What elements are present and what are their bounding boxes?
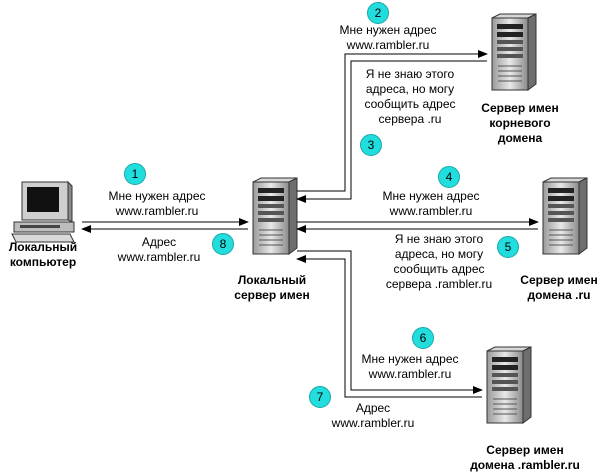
local-server-label: Локальный сервер имен [234, 273, 310, 302]
message-6: Мне нужен адрес www.rambler.ru [361, 352, 459, 381]
local-server-icon [252, 177, 298, 255]
local-computer-icon [11, 180, 75, 243]
rambler-server-icon [486, 346, 532, 424]
step-1: 1 [124, 163, 146, 185]
step-4: 4 [438, 166, 460, 188]
step-6: 6 [412, 327, 434, 349]
arrow-3 [296, 60, 487, 203]
message-4: Мне нужен адрес www.rambler.ru [382, 189, 480, 218]
step-8: 8 [212, 233, 234, 255]
ru-server-label: Сервер имен домена .ru [520, 273, 598, 302]
message-1: Мне нужен адрес www.rambler.ru [108, 189, 206, 218]
root-server-label: Сервер имен корневого домена [481, 101, 559, 145]
message-5: Я не знаю этого адреса, но могу сообщить… [385, 232, 493, 291]
step-3: 3 [360, 134, 382, 156]
ru-server-icon [542, 177, 588, 255]
rambler-server-label: Сервер имен домена .rambler.ru [470, 443, 580, 472]
message-7: Адрес www.rambler.ru [331, 401, 415, 430]
step-2: 2 [367, 2, 389, 24]
step-7: 7 [309, 386, 331, 408]
arrow-7 [296, 255, 482, 398]
step-5: 5 [497, 236, 519, 258]
message-8: Адрес www.rambler.ru [117, 235, 201, 264]
arrow-2 [297, 50, 488, 192]
arrow-6 [297, 250, 483, 394]
message-3: Я не знаю этого адреса, но могу сообщить… [364, 67, 456, 126]
root-server-icon [491, 13, 537, 91]
message-2: Мне нужен адрес www.rambler.ru [339, 23, 437, 52]
local-computer-label: Локальный компьютер [8, 240, 78, 269]
